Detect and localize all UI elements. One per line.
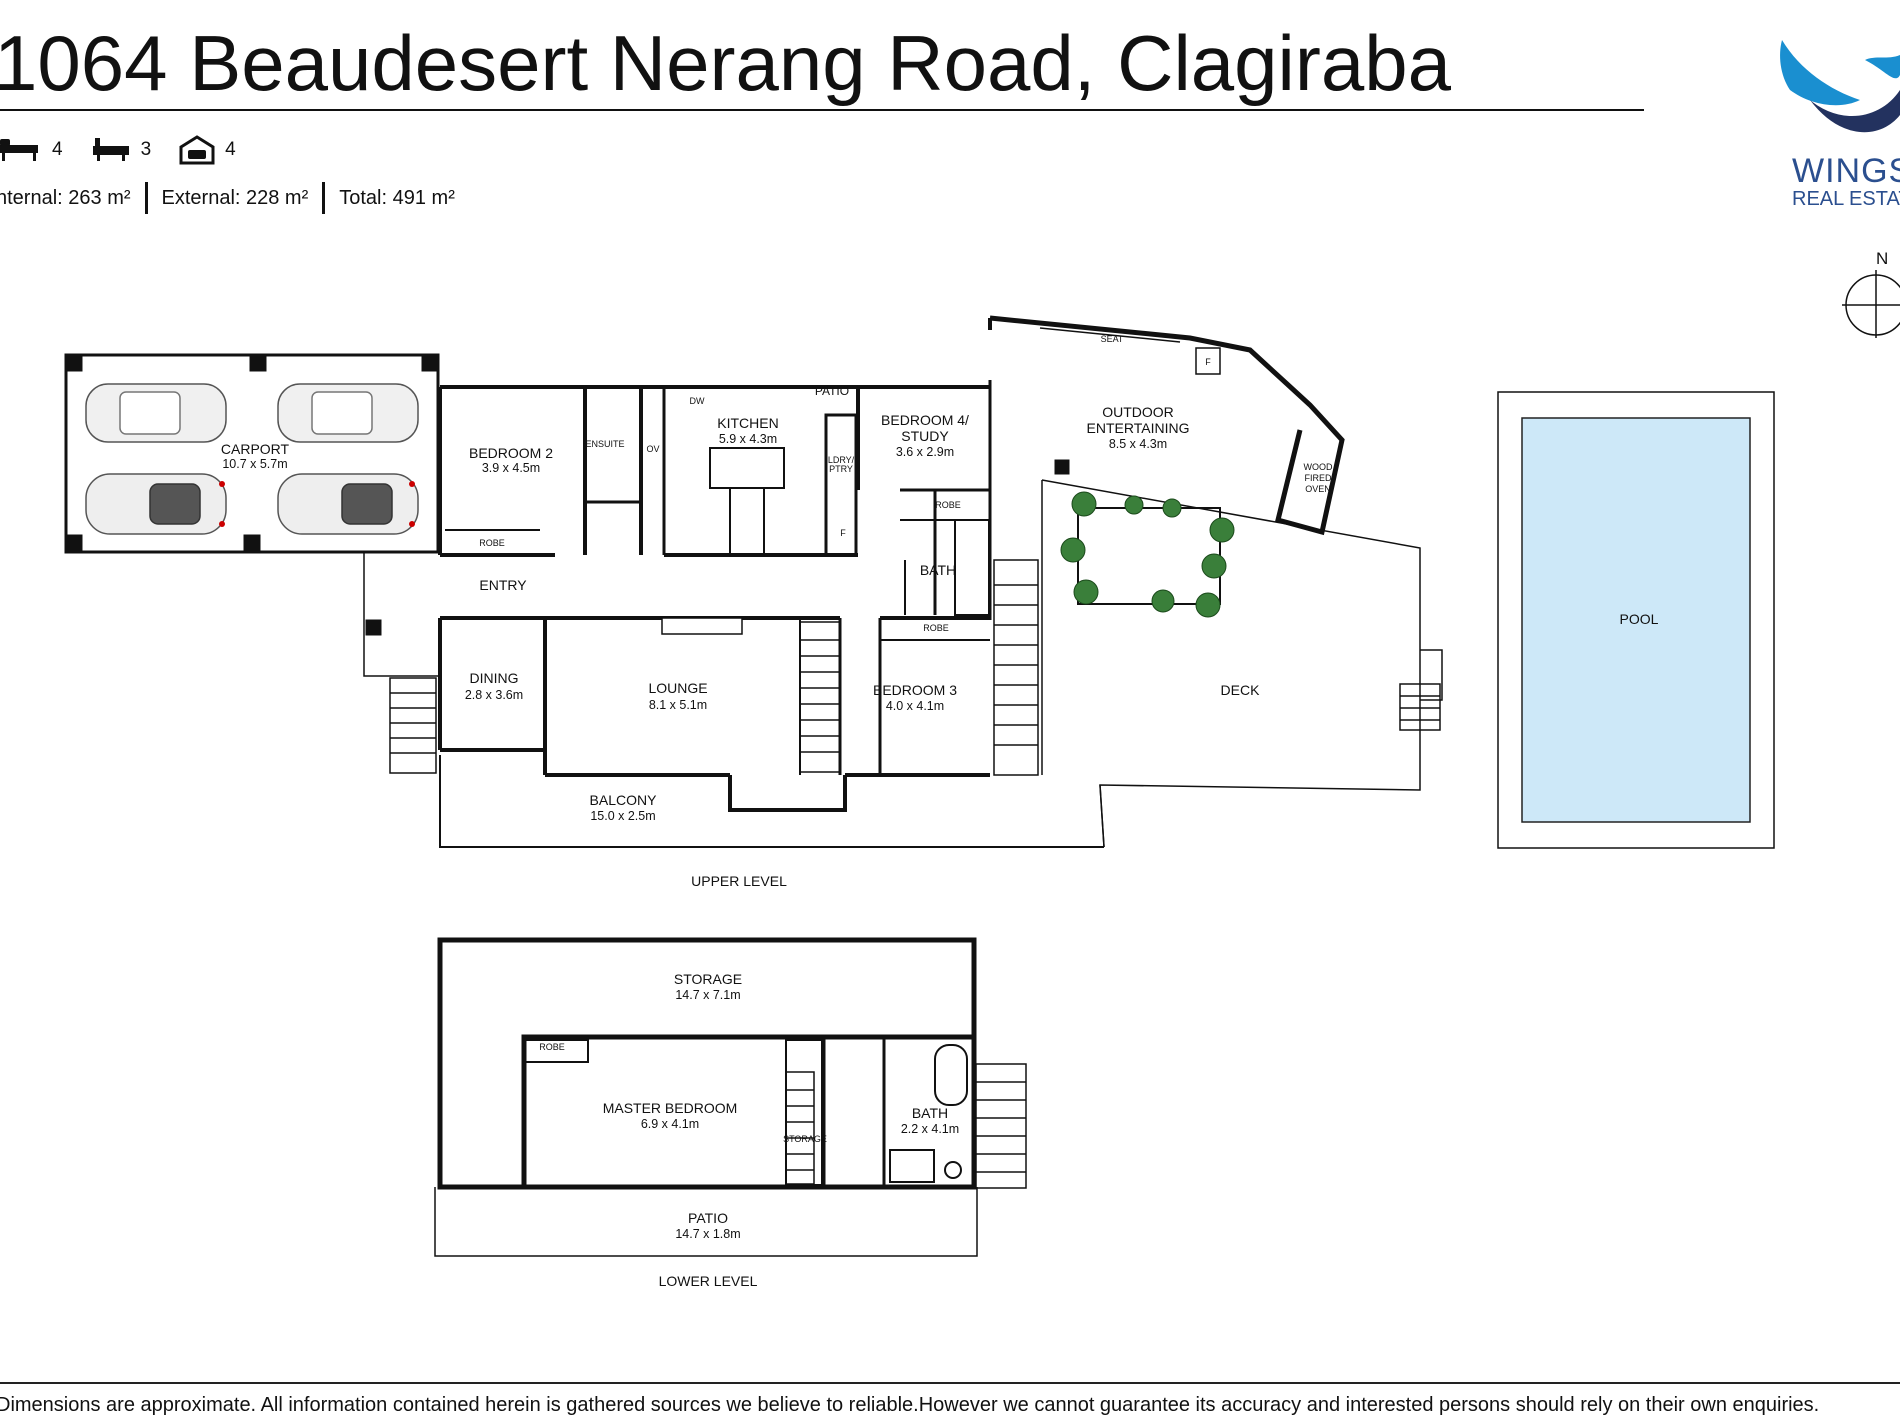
- outdoor-dimensions: 8.5 x 4.3m: [1109, 437, 1167, 451]
- stairs: [799, 621, 841, 773]
- lower-bath-dimensions: 2.2 x 4.1m: [901, 1122, 959, 1136]
- bedroom-3-label: BEDROOM 3: [873, 682, 957, 698]
- entertaining-label: ENTERTAINING: [1087, 420, 1190, 436]
- stairs: [993, 559, 1039, 776]
- bedroom-4-label: BEDROOM 4/: [881, 412, 969, 428]
- oven-pizza-label: OVEN: [1305, 484, 1331, 494]
- storage-dimensions: 14.7 x 7.1m: [675, 988, 740, 1002]
- lower-patio-label: PATIO: [688, 1210, 728, 1226]
- bedroom-3-robe-label: ROBE: [923, 623, 949, 633]
- car-stat: 4: [179, 135, 236, 165]
- lower-bath-label: BATH: [912, 1105, 948, 1121]
- master-bedroom-dimensions: 6.9 x 4.1m: [641, 1117, 699, 1131]
- bedroom-2-label: BEDROOM 2: [469, 445, 553, 461]
- planter-garden: [1060, 491, 1235, 618]
- patio-small-label: PATIO: [815, 384, 849, 398]
- car-icon: [277, 383, 419, 443]
- logo-name: WINGS: [1792, 152, 1900, 190]
- stairs: [975, 1063, 1027, 1189]
- footer-divider: [0, 1382, 1900, 1384]
- stairs: [785, 1071, 815, 1185]
- garage-car-icon: [179, 135, 215, 165]
- bedroom-4-dimensions: 3.6 x 2.9m: [896, 445, 954, 459]
- internal-area: nternal: 263 m²: [0, 186, 131, 209]
- lower-level-label: LOWER LEVEL: [659, 1273, 758, 1289]
- balcony-dimensions: 15.0 x 2.5m: [590, 809, 655, 823]
- external-area: External: 228 m²: [161, 186, 309, 209]
- property-stats: 4 3 4: [0, 134, 264, 166]
- car-icon: [85, 383, 227, 443]
- carport-dimensions: 10.7 x 5.7m: [222, 457, 287, 471]
- dining-label: DINING: [470, 670, 519, 686]
- car-icon: [85, 473, 227, 535]
- bathroom-count: 3: [140, 139, 152, 160]
- stairs: [1399, 683, 1441, 731]
- seat-label: SEAT: [1101, 334, 1124, 344]
- bedroom-count: 4: [52, 139, 63, 160]
- car-count: 4: [225, 139, 236, 160]
- fridge-label: F: [840, 528, 846, 538]
- master-robe-label: ROBE: [539, 1042, 565, 1052]
- agency-logo: WINGS REAL ESTATE: [1770, 30, 1900, 215]
- logo-subtitle: REAL ESTATE: [1792, 188, 1900, 210]
- area-separator: [144, 182, 148, 214]
- car-icon: [277, 473, 419, 535]
- deck-outline: [1041, 479, 1443, 848]
- ensuite-label: ENSUITE: [585, 439, 624, 449]
- pantry-label: PTRY: [829, 464, 853, 474]
- bedroom-3-dimensions: 4.0 x 4.1m: [886, 699, 944, 713]
- stairs: [389, 677, 437, 774]
- bedroom-2-robe-label: ROBE: [479, 538, 505, 548]
- floor-areas: nternal: 263 m² External: 228 m² Total: …: [0, 182, 455, 214]
- master-bedroom-label: MASTER BEDROOM: [603, 1100, 738, 1116]
- lower-patio-dimensions: 14.7 x 1.8m: [675, 1227, 740, 1241]
- lower-level-walls: [434, 937, 978, 1257]
- property-address-title: 1064 Beaudesert Nerang Road, Clagiraba: [0, 19, 1451, 107]
- entry-label: ENTRY: [479, 577, 527, 593]
- title-underline: [0, 109, 1644, 111]
- upper-level-label: UPPER LEVEL: [691, 873, 787, 889]
- dishwasher-label: DW: [690, 396, 705, 406]
- fired-label: FIRED: [1305, 473, 1333, 483]
- pool-label: POOL: [1620, 611, 1659, 627]
- carport-label: CARPORT: [221, 441, 290, 457]
- wood-label: WOOD: [1304, 462, 1333, 472]
- lounge-dimensions: 8.1 x 5.1m: [649, 698, 707, 712]
- outdoor-label: OUTDOOR: [1102, 404, 1174, 420]
- lounge-label: LOUNGE: [648, 680, 707, 696]
- bedroom-2-dimensions: 3.9 x 4.5m: [482, 461, 540, 475]
- area-separator: [322, 182, 326, 214]
- north-compass: N: [1840, 248, 1900, 340]
- deck-label: DECK: [1221, 682, 1261, 698]
- compass-north-label: N: [1876, 249, 1888, 268]
- bathroom-stat: 3: [91, 136, 152, 164]
- wings-logo-mark: [1780, 40, 1900, 133]
- upper-level-walls: [438, 380, 1104, 848]
- oven-label: OV: [646, 444, 659, 454]
- bathtub-icon: [92, 138, 129, 161]
- kitchen-dimensions: 5.9 x 4.3m: [719, 432, 777, 446]
- bedroom-stat: 4: [0, 137, 63, 163]
- disclaimer-text: Dimensions are approximate. All informat…: [0, 1394, 1820, 1416]
- lower-storage-small-label: STORAGE: [783, 1134, 827, 1144]
- bedroom-4-robe-label: ROBE: [935, 500, 961, 510]
- laundry-label: LDRY/: [828, 455, 855, 465]
- kitchen-label: KITCHEN: [717, 415, 778, 431]
- pool-area: [1497, 391, 1775, 849]
- study-label: STUDY: [901, 428, 949, 444]
- bed-icon: [0, 139, 38, 161]
- storage-label: STORAGE: [674, 971, 742, 987]
- outdoor-fridge-label: F: [1205, 357, 1211, 367]
- upper-bath-label: BATH: [920, 562, 956, 578]
- dining-dimensions: 2.8 x 3.6m: [465, 688, 523, 702]
- balcony-label: BALCONY: [590, 792, 658, 808]
- total-area: Total: 491 m²: [339, 186, 455, 209]
- outdoor-entertaining-walls: [988, 315, 1345, 536]
